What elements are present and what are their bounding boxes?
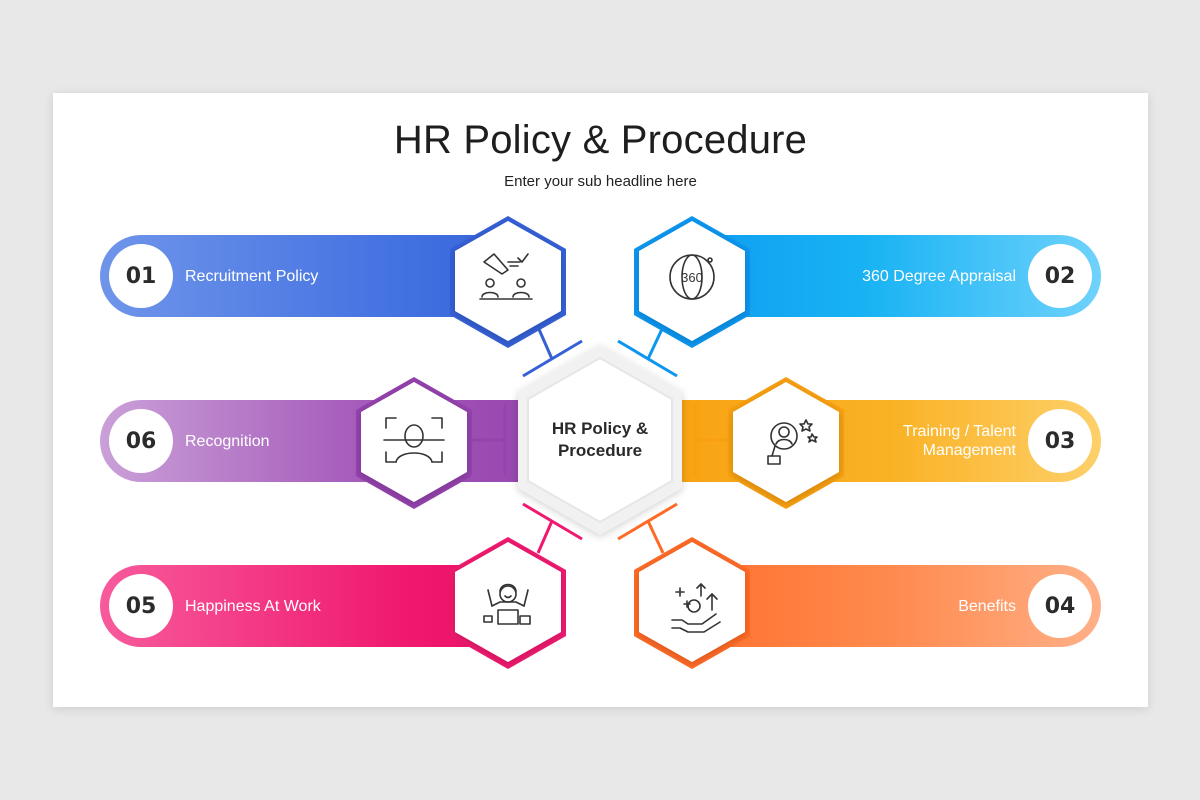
talent-search-icon [767, 419, 818, 465]
connector-01-bar [522, 339, 583, 378]
item-01-label: Recruitment Policy [185, 267, 319, 285]
item-01-number: 01 [109, 244, 173, 308]
connector-04 [646, 520, 665, 554]
connector-05-bar [522, 502, 583, 541]
connectors [472, 326, 728, 554]
item-02-hexagon [634, 216, 750, 348]
item-03-hexagon [728, 377, 844, 509]
item-03-number: 03 [1028, 409, 1092, 473]
item-04-hexagon [634, 537, 750, 669]
connector-02 [646, 326, 665, 360]
360-label-icon-text: 360 [681, 270, 703, 285]
item-01-hexagon [450, 216, 566, 348]
center-label: HR Policy & Procedure [520, 418, 680, 462]
slide-subtitle: Enter your sub headline here [504, 173, 697, 190]
360-degree-icon [669, 254, 715, 300]
connector-05 [536, 520, 554, 554]
item-02-number: 02 [1028, 244, 1092, 308]
center-label-line1: HR Policy & [551, 419, 649, 438]
item-03-label-line1: Training / Talent [903, 423, 1016, 440]
item-04-number: 04 [1028, 574, 1092, 638]
connector-04-bar [617, 502, 678, 541]
item-06-label: Recognition [185, 432, 270, 450]
item-05-hexagon [450, 537, 566, 669]
recruitment-icon [479, 253, 533, 300]
connector-01 [536, 326, 554, 360]
item-03-label: Training / Talent Management [903, 400, 1016, 482]
benefits-icon [671, 583, 721, 633]
item-02-label: 360 Degree Appraisal [862, 267, 1016, 285]
center-label-line2: Procedure [557, 441, 643, 460]
face-recognition-icon [383, 417, 445, 463]
item-06-number: 06 [109, 409, 173, 473]
item-06-hexagon [356, 377, 472, 509]
happiness-icon [483, 583, 531, 625]
item-05-number: 05 [109, 574, 173, 638]
center-hexagon [518, 345, 682, 535]
item-04-label: Benefits [958, 597, 1016, 615]
item-05-label: Happiness At Work [185, 597, 321, 615]
connector-02-bar [617, 339, 678, 378]
slide-title: HR Policy & Procedure [393, 118, 808, 162]
item-03-label-line2: Management [922, 442, 1016, 459]
